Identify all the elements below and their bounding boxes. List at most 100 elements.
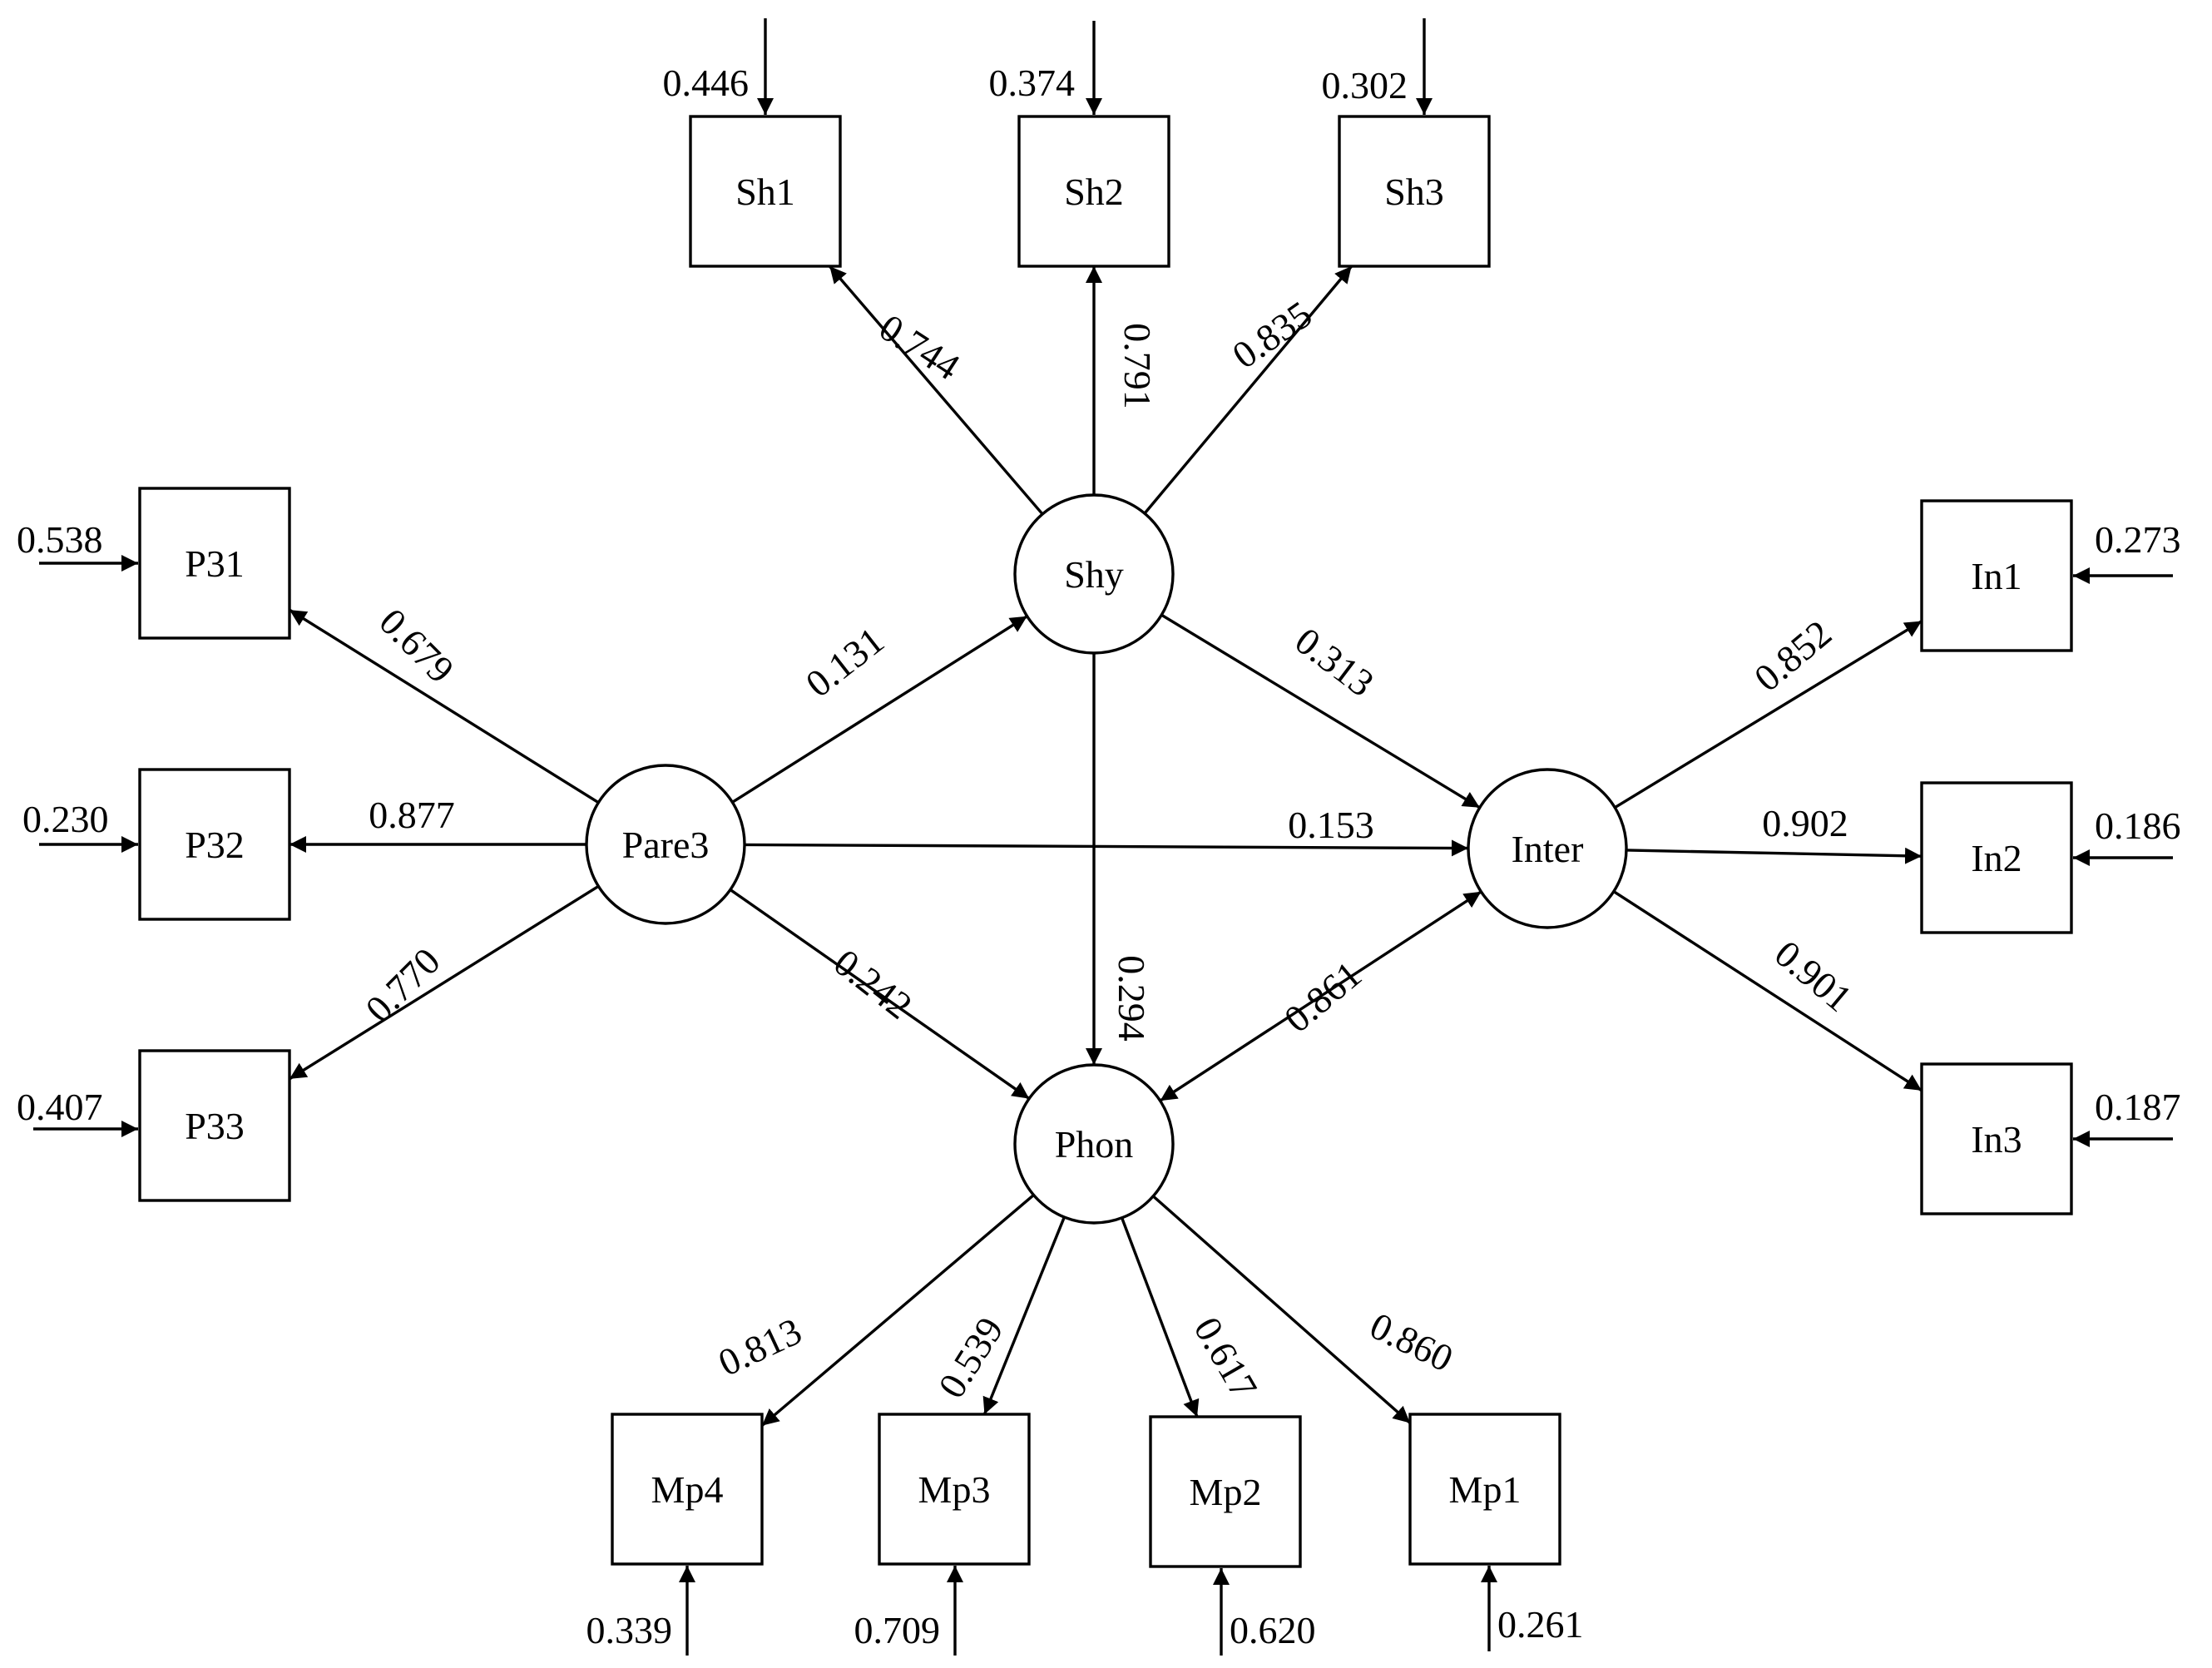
path-arrow-pare3-phon [729,888,1031,1100]
indicator-rect-p31 [138,487,291,640]
indicator-box-p33: P33 [138,1049,291,1202]
path-label-pare3-shy: 0.131 [798,619,892,705]
loading-label-mp2: 0.617 [1185,1310,1265,1406]
latent-circle-shy [1013,493,1175,655]
latent-label-inter: Inter [1512,828,1584,870]
loading-label-sh1: 0.744 [872,305,967,388]
latent-label-pare3: Pare3 [622,824,710,866]
error-label-in1: 0.273 [2095,518,2181,561]
indicator-box-mp3: Mp3 [878,1413,1031,1566]
path-label-pare3-inter: 0.153 [1288,804,1374,846]
indicator-rect-mp1 [1408,1413,1561,1566]
indicator-box-mp1: Mp1 [1408,1413,1561,1566]
latent-circle-inter [1467,768,1628,929]
indicator-box-in3: In3 [1920,1062,2073,1215]
error-label-mp4: 0.339 [586,1609,673,1651]
loading-arrow-sh3 [1143,265,1353,515]
error-label-sh1: 0.446 [663,62,750,104]
coefficient-labels-layer: 0.7440.4460.7910.3740.8350.3020.6790.538… [17,62,2181,1651]
loading-arrow-p33 [289,884,600,1081]
indicator-label-in3: In3 [1971,1118,2021,1161]
indicator-rect-mp3 [878,1413,1031,1566]
loading-arrow-mp2 [1120,1217,1200,1418]
latent-circle-phon [1013,1063,1175,1225]
latent-phon: Phon [1013,1063,1175,1225]
indicator-rect-in1 [1920,499,2073,652]
loading-arrow-in1 [1614,620,1923,809]
latent-label-phon: Phon [1055,1123,1134,1166]
loading-label-p32: 0.877 [369,794,455,836]
indicator-rect-mp4 [611,1413,764,1566]
loading-label-in2: 0.902 [1762,802,1848,844]
path-label-shy-inter: 0.313 [1288,619,1382,705]
loading-arrow-in2 [1626,847,1923,864]
indicator-label-mp2: Mp2 [1190,1471,1262,1513]
indicator-label-mp4: Mp4 [651,1468,724,1511]
indicator-rect-sh3 [1338,115,1491,268]
path-arrow-pare3-inter [744,839,1469,857]
loading-label-in1: 0.852 [1746,611,1839,700]
loading-arrow-mp4 [760,1194,1035,1427]
error-label-mp3: 0.709 [854,1609,941,1651]
loading-label-mp3: 0.539 [930,1309,1012,1405]
loading-label-sh2: 0.791 [1116,323,1159,409]
error-label-mp2: 0.620 [1230,1609,1316,1651]
path-arrow-phon-inter [1159,890,1482,1102]
indicator-label-in1: In1 [1971,555,2021,597]
latent-label-shy: Shy [1064,553,1124,596]
path-label-pare3-phon: 0.242 [826,941,920,1027]
loading-label-p31: 0.679 [371,600,462,690]
indicator-label-p33: P33 [185,1105,245,1147]
loading-arrow-in3 [1612,890,1923,1092]
latent-shy: Shy [1013,493,1175,655]
indicator-rect-sh1 [689,115,842,268]
error-label-p32: 0.230 [22,798,109,840]
indicator-label-p31: P31 [185,542,245,585]
indicator-rect-sh2 [1017,115,1170,268]
indicator-rect-in3 [1920,1062,2073,1215]
indicator-label-sh1: Sh1 [735,171,795,213]
error-label-in3: 0.187 [2095,1086,2181,1128]
indicator-box-mp2: Mp2 [1149,1415,1302,1568]
latent-circle-pare3 [585,764,746,925]
indicator-label-sh3: Sh3 [1384,171,1444,213]
indicator-rect-p33 [138,1049,291,1202]
indicator-box-p32: P32 [138,768,291,921]
edges-layer [33,18,2173,1656]
indicator-box-sh3: Sh3 [1338,115,1491,268]
path-label-shy-phon: 0.294 [1111,955,1153,1042]
latent-pare3: Pare3 [585,764,746,925]
path-arrow-pare3-shy [731,615,1028,804]
indicator-rect-mp2 [1149,1415,1302,1568]
indicator-label-mp3: Mp3 [918,1468,991,1511]
indicator-box-sh2: Sh2 [1017,115,1170,268]
error-label-mp1: 0.261 [1497,1603,1584,1646]
indicator-box-in1: In1 [1920,499,2073,652]
error-label-in2: 0.186 [2095,804,2181,847]
indicator-box-mp4: Mp4 [611,1413,764,1566]
indicator-box-sh1: Sh1 [689,115,842,268]
loading-label-mp1: 0.860 [1363,1304,1459,1379]
latent-inter: Inter [1467,768,1628,929]
indicator-box-p31: P31 [138,487,291,640]
path-arrow-shy-inter [1160,613,1481,809]
loading-arrow-sh1 [828,265,1044,516]
indicator-label-sh2: Sh2 [1064,171,1124,213]
loading-label-p33: 0.770 [357,939,448,1030]
indicator-label-mp1: Mp1 [1449,1468,1522,1511]
loading-arrow-mp3 [982,1216,1066,1415]
loading-arrow-mp1 [1152,1195,1412,1424]
indicator-rect-p32 [138,768,291,921]
error-label-sh3: 0.302 [1322,64,1408,106]
indicator-box-in2: In2 [1920,781,2073,934]
path-label-phon-inter: 0.861 [1276,953,1369,1041]
error-label-p33: 0.407 [17,1086,103,1128]
loading-label-in3: 0.901 [1767,932,1860,1020]
error-label-sh2: 0.374 [989,62,1076,104]
indicator-label-p32: P32 [185,824,245,866]
indicator-label-in2: In2 [1971,837,2021,879]
loading-label-sh3: 0.835 [1225,293,1319,377]
loading-label-mp4: 0.813 [712,1309,808,1384]
